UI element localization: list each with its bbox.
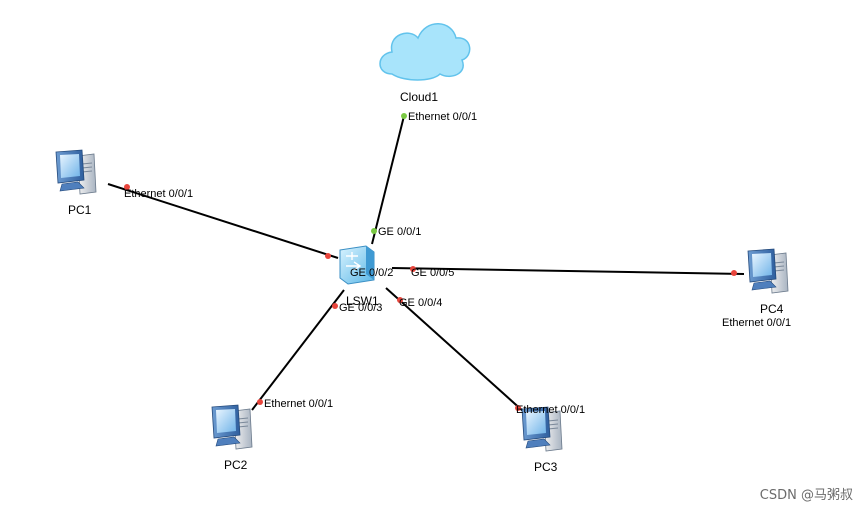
switch-port-ge5-label: GE 0/0/5 (411, 267, 454, 279)
pc1-name: PC1 (68, 203, 92, 217)
port-dot-switch-ge4 (397, 297, 403, 303)
port-dot-cloud (401, 113, 407, 119)
cloud-name: Cloud1 (400, 90, 438, 104)
switch-port-ge2-label: GE 0/0/2 (350, 267, 393, 279)
switch-port-ge4-label: GE 0/0/4 (399, 297, 442, 309)
link-pc4-switch[interactable] (391, 267, 745, 275)
cloud-port-label: Ethernet 0/0/1 (408, 111, 477, 123)
port-dot-switch-ge5 (410, 266, 416, 272)
pc4-port-label: Ethernet 0/0/1 (722, 317, 791, 329)
cloud-icon[interactable] (379, 23, 471, 81)
link-pc3-switch[interactable] (385, 287, 525, 413)
pc1-port-label: Ethernet 0/0/1 (124, 188, 193, 200)
pc2-icon[interactable] (211, 404, 253, 450)
watermark: CSDN @马粥叔 (759, 488, 853, 503)
switch-icon[interactable] (339, 245, 375, 285)
link-pc1-switch[interactable] (107, 183, 339, 259)
pc2-port-label: Ethernet 0/0/1 (264, 398, 333, 410)
pc3-name: PC3 (534, 460, 558, 474)
port-dot-pc4 (731, 270, 737, 276)
switch-port-ge3-label: GE 0/0/3 (339, 302, 382, 314)
pc2-name: PC2 (224, 458, 248, 472)
switch-name: LSW1 (346, 294, 379, 308)
switch-port-ge1-label: GE 0/0/1 (378, 226, 421, 238)
pc3-port-label: Ethernet 0/0/1 (516, 404, 585, 416)
port-dot-switch-ge1 (371, 228, 377, 234)
port-dot-switch-ge3 (332, 303, 338, 309)
link-pc2-switch[interactable] (251, 289, 345, 411)
pc4-name: PC4 (760, 302, 784, 316)
port-dot-pc3 (515, 405, 521, 411)
port-dot-pc1 (124, 184, 130, 190)
pc4-icon[interactable] (747, 248, 789, 294)
port-dot-switch-ge2 (325, 253, 331, 259)
port-dot-pc2 (257, 399, 263, 405)
pc1-icon[interactable] (55, 149, 97, 195)
link-cloud-switch[interactable] (371, 115, 405, 245)
